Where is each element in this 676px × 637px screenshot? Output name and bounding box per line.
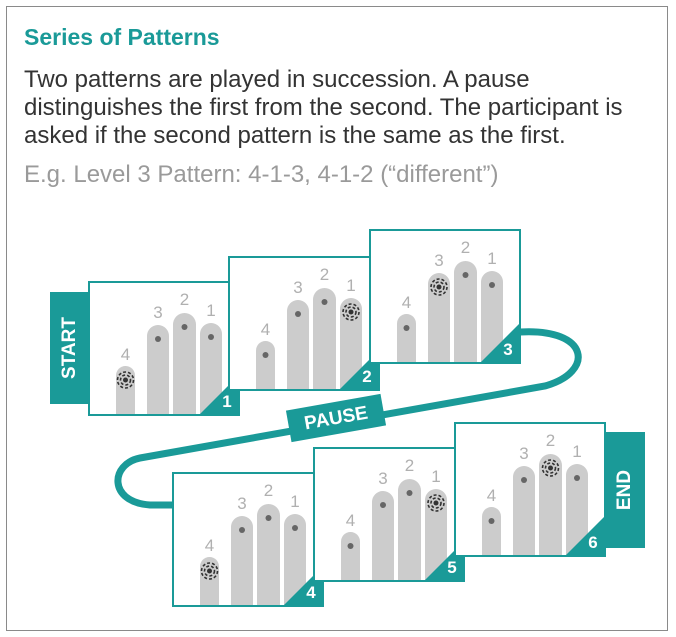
finger-number-1: 1 (572, 442, 581, 461)
finger-2 (313, 288, 336, 389)
finger-1 (566, 464, 588, 555)
panel-number: 1 (222, 392, 231, 411)
finger-3 (287, 300, 309, 389)
finger-2 (173, 313, 196, 414)
panel-number: 3 (503, 340, 512, 359)
panel-number-badge (481, 324, 519, 362)
panel-number-badge (425, 542, 463, 580)
finger-4 (256, 341, 275, 389)
finger-number-2: 2 (180, 290, 189, 309)
finger-number-4: 4 (205, 536, 214, 555)
finger-1 (425, 489, 447, 580)
finger-number-1: 1 (206, 301, 215, 320)
finger-number-2: 2 (264, 481, 273, 500)
finger-dot (489, 282, 495, 288)
finger-dot (181, 324, 188, 330)
finger-3 (147, 325, 169, 414)
finger-dot (265, 515, 272, 521)
finger-dot (462, 272, 469, 278)
finger-number-3: 3 (237, 494, 246, 513)
finger-4 (341, 532, 360, 580)
finger-dot (380, 502, 386, 508)
vibration-icon (430, 278, 448, 296)
finger-3 (231, 516, 253, 605)
panel-6: 4 321 6 (454, 422, 606, 557)
figure-title: Series of Patterns (24, 24, 220, 50)
panel-number-badge (284, 567, 322, 605)
panel-number: 6 (588, 533, 597, 552)
finger-number-3: 3 (434, 251, 443, 270)
finger-number-2: 2 (405, 456, 414, 475)
finger-number-1: 1 (487, 249, 496, 268)
vibration-icon (427, 494, 445, 512)
finger-4 (482, 507, 501, 555)
finger-dot (321, 299, 328, 305)
finger-dot (574, 475, 580, 481)
finger-dot (262, 352, 269, 358)
finger-number-2: 2 (461, 238, 470, 257)
finger-2 (398, 479, 421, 580)
panel-number: 2 (362, 367, 371, 386)
finger-number-4: 4 (346, 511, 355, 530)
finger-number-4: 4 (121, 345, 130, 364)
panel-number: 4 (306, 583, 316, 602)
panel-5: 4 321 5 (313, 447, 465, 582)
finger-number-1: 1 (431, 467, 440, 486)
vibration-icon (200, 562, 219, 580)
vibration-icon (116, 371, 135, 389)
pause-label: PAUSE (285, 393, 387, 443)
finger-dot (292, 525, 298, 531)
finger-1 (481, 271, 503, 362)
finger-number-2: 2 (546, 431, 555, 450)
finger-4 (397, 314, 416, 362)
finger-number-2: 2 (320, 265, 329, 284)
finger-dot (406, 490, 413, 496)
panel-number-badge (340, 351, 378, 389)
figure-description: Two patterns are played in succession. A… (24, 66, 623, 149)
finger-number-3: 3 (293, 278, 302, 297)
finger-dot (488, 518, 495, 524)
end-label: END (605, 432, 645, 548)
finger-2 (257, 504, 280, 605)
vibration-icon (342, 303, 360, 321)
end-text: END (614, 470, 635, 510)
start-text: START (59, 317, 80, 379)
finger-2 (539, 454, 562, 555)
finger-dot (521, 477, 527, 483)
finger-number-4: 4 (402, 293, 411, 312)
finger-number-3: 3 (519, 444, 528, 463)
panel-number: 5 (447, 558, 456, 577)
start-label: START (50, 292, 90, 404)
finger-dot (403, 325, 410, 331)
finger-3 (513, 466, 535, 555)
finger-number-1: 1 (290, 492, 299, 511)
finger-1 (340, 298, 362, 389)
finger-number-4: 4 (261, 320, 270, 339)
finger-dot (347, 543, 354, 549)
finger-1 (200, 323, 222, 414)
panel-4: 4 321 4 (172, 472, 324, 607)
finger-1 (284, 514, 306, 605)
finger-number-3: 3 (378, 469, 387, 488)
finger-3 (428, 273, 450, 362)
flow-curve (114, 328, 582, 509)
finger-3 (372, 491, 394, 580)
finger-dot (239, 527, 245, 533)
vibration-icon (541, 459, 560, 477)
panel-number-badge (566, 517, 604, 555)
example-text: E.g. Level 3 Pattern: 4-1-3, 4-1-2 (“dif… (24, 161, 499, 188)
finger-dot (155, 336, 161, 342)
finger-number-1: 1 (346, 276, 355, 295)
finger-number-3: 3 (153, 303, 162, 322)
finger-number-4: 4 (487, 486, 496, 505)
finger-dot (208, 334, 214, 340)
finger-dot (295, 311, 301, 317)
finger-2 (454, 261, 477, 362)
